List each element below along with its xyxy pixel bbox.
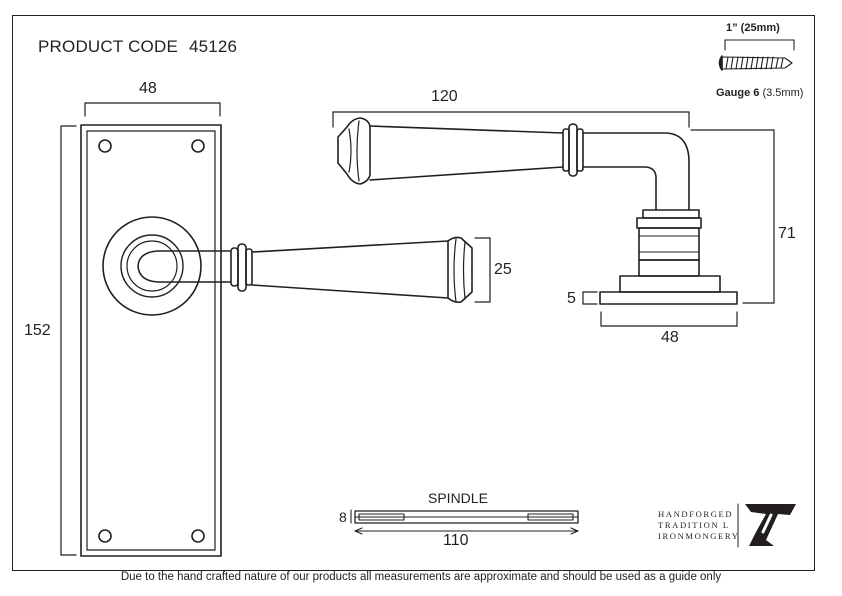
- screw-length-label: 1” (25mm): [726, 22, 780, 34]
- screw-gauge: Gauge 6 (3.5mm): [716, 88, 803, 99]
- footer-disclaimer: Due to the hand crafted nature of our pr…: [120, 571, 722, 583]
- rose-thickness-dimension: [582, 291, 598, 305]
- spindle-label: SPINDLE: [428, 490, 488, 506]
- brand-line-3: IRONMONGERY: [658, 531, 740, 541]
- screw-gauge-mm: (3.5mm): [762, 87, 804, 99]
- rose-thickness-label: 5: [567, 290, 576, 307]
- backplate-height-dimension: [60, 125, 77, 556]
- product-code: PRODUCT CODE 45126: [38, 38, 237, 55]
- screw-hole-bottom-left: [98, 529, 112, 543]
- lever-length-dimension: [332, 111, 690, 128]
- spindle: [354, 510, 579, 524]
- lever-height-label: 25: [494, 261, 512, 278]
- lever-height-dimension: [474, 237, 491, 303]
- brand-line-1: HANDFORGED: [658, 509, 734, 519]
- spindle-length-label: 110: [443, 532, 469, 549]
- screw-gauge-label: Gauge 6: [716, 87, 760, 99]
- backplate-width-dimension: [84, 102, 221, 117]
- spindle-length-dimension: [354, 527, 579, 535]
- anvil-logo: [737, 503, 796, 548]
- product-code-value: 45126: [188, 37, 238, 56]
- rose-width-dimension: [600, 311, 738, 327]
- backplate-height-label: 152: [24, 322, 51, 339]
- screw: [718, 39, 795, 71]
- spindle-size-label: 8: [339, 509, 347, 525]
- product-code-label: PRODUCT CODE: [38, 37, 178, 56]
- lever-length-label: 120: [431, 88, 458, 105]
- backplate: [80, 124, 222, 557]
- drawing-border: [12, 15, 815, 571]
- brand-line-2: TRADITION L: [658, 520, 730, 530]
- rose-offset-label: 71: [778, 225, 796, 242]
- backplate-width-label: 48: [139, 80, 157, 97]
- rose-offset-dimension: [690, 129, 775, 304]
- side-lever: [337, 117, 738, 305]
- screw-hole-bottom-right: [191, 529, 205, 543]
- brand-text: HANDFORGED TRADITION L IRONMONGERY: [658, 509, 740, 542]
- screw-hole-top-left: [98, 139, 112, 153]
- front-lever: [102, 216, 473, 316]
- rose-width-label: 48: [661, 329, 679, 346]
- screw-hole-top-right: [191, 139, 205, 153]
